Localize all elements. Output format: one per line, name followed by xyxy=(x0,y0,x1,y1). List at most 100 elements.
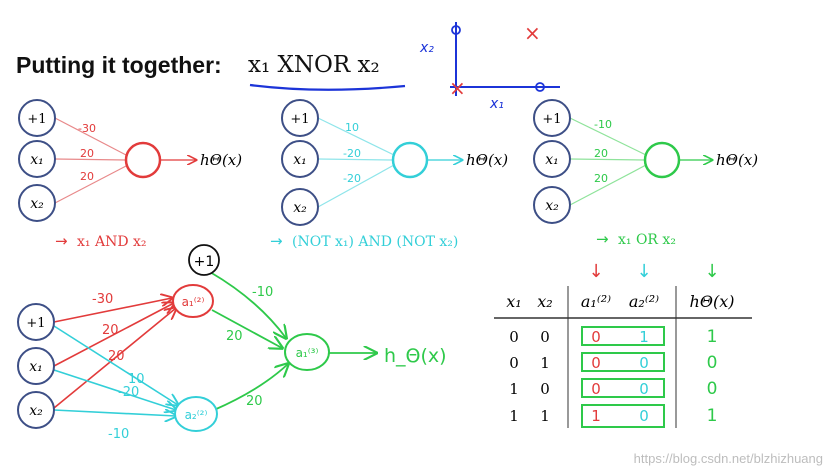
edge-and-bias xyxy=(54,117,129,157)
node-comb-bias-label: +1 xyxy=(26,316,45,331)
node-or-bias xyxy=(533,99,571,137)
or-caption-arrow: → xyxy=(596,230,609,248)
and-output-label: hΘ(x) xyxy=(200,151,242,169)
plot-point-x-origin: × xyxy=(449,76,466,100)
node-and-x1 xyxy=(18,140,56,178)
edge-comb-red-x1 xyxy=(53,303,174,367)
weight-or-x2: 20 xyxy=(594,172,608,185)
edge-comb-green-a1 xyxy=(211,309,282,348)
truth-table-cell-r1-a2: 1 xyxy=(639,328,649,346)
node-nan-bias xyxy=(281,99,319,137)
truth-table-header-x1: x₁ xyxy=(506,292,521,311)
truth-table-header-h: hΘ(x) xyxy=(690,292,735,311)
node-nan-x1 xyxy=(281,140,319,178)
node-comb-x2-label: x₂ xyxy=(29,403,43,419)
or-output-label: hΘ(x) xyxy=(716,151,758,169)
node-comb-x1 xyxy=(17,347,55,385)
truth-table-cell-r1-a1: 0 xyxy=(591,328,601,346)
truth-table-cell-r2-h: 0 xyxy=(707,353,718,373)
or-caption: x₁ OR x₂ xyxy=(618,232,676,248)
edge-comb-green-a2 xyxy=(213,364,288,411)
and-caption: x₁ AND x₂ xyxy=(77,234,147,250)
watermark: https://blog.csdn.net/blzhizhuang xyxy=(633,451,823,466)
weight-comb-green-a1: 20 xyxy=(226,329,243,344)
truth-table-cell-r2-a2: 0 xyxy=(639,354,649,372)
edge-nan-x1 xyxy=(317,158,393,161)
truth-table-cell-r4-h: 1 xyxy=(707,406,718,426)
truth-table-cell-r1-h: 1 xyxy=(707,327,718,347)
nan-output-label: hΘ(x) xyxy=(466,151,508,169)
node-and-bias-label: +1 xyxy=(27,112,46,127)
node-comb-a3 xyxy=(284,333,330,371)
edge-and-x1 xyxy=(54,158,127,161)
formula-underline xyxy=(249,83,406,91)
edge-nan-bias xyxy=(317,117,395,156)
weight-and-x2: 20 xyxy=(80,170,94,183)
truth-table-header-x2: x₂ xyxy=(537,292,552,311)
node-comb-hidden-bias xyxy=(188,244,220,276)
truth-table-row-box-3 xyxy=(581,378,665,398)
truth-table-cell-r2-x2: 1 xyxy=(540,354,550,372)
node-and-bias xyxy=(18,99,56,137)
truth-table-cell-r1-x1: 0 xyxy=(509,328,519,346)
plot-x-label: x₁ xyxy=(489,96,504,112)
node-nan-bias-label: +1 xyxy=(290,112,309,127)
truth-table-header-a1: a₁⁽²⁾ xyxy=(581,292,611,311)
weight-nan-bias: 10 xyxy=(345,121,359,134)
weight-nan-x1: -20 xyxy=(343,147,361,160)
weight-comb-green-bias: -10 xyxy=(252,285,273,300)
nan-caption: (NOT x₁) AND (NOT x₂) xyxy=(292,234,458,250)
edge-comb-cyan-x1 xyxy=(53,369,176,410)
edge-comb-red-x2 xyxy=(53,308,176,409)
plot-point-o-top xyxy=(451,25,461,35)
truth-table-cell-r4-a2: 0 xyxy=(639,407,649,425)
weight-comb-cyan-x2: -10 xyxy=(108,427,129,442)
plot-point-x-topright: × xyxy=(524,21,541,45)
slide-title: Putting it together: xyxy=(16,52,222,78)
node-or-x2 xyxy=(533,186,571,224)
node-comb-a3-label: a₁⁽³⁾ xyxy=(296,346,319,360)
edge-comb-green-bias xyxy=(209,271,286,338)
truth-table-cell-r4-x2: 1 xyxy=(540,407,550,425)
node-comb-x1-label: x₁ xyxy=(29,359,43,375)
node-and-output xyxy=(124,141,162,179)
network-or: +1 x₁ x₂ hΘ(x) -10 20 20 → x₁ OR x₂ xyxy=(533,99,758,248)
truth-table-row-box-2 xyxy=(581,352,665,372)
truth-table-mark-a1: ↓ xyxy=(588,261,603,282)
network-combined: +1 x₁ x₂ +1 a₁⁽²⁾ a₂⁽²⁾ a₁⁽³⁾ h_Θ(x) -30… xyxy=(17,244,447,442)
node-comb-a1 xyxy=(172,284,214,318)
weight-nan-x2: -20 xyxy=(343,172,361,185)
network-not-and-not: +1 x₁ x₂ hΘ(x) 10 -20 -20 → (NOT x₁) AND… xyxy=(270,99,508,250)
node-comb-a2 xyxy=(174,396,218,432)
node-or-x1-label: x₁ xyxy=(545,152,559,168)
node-or-output xyxy=(643,141,681,179)
network-and: +1 x₁ x₂ hΘ(x) -30 20 20 → x₁ AND x₂ xyxy=(18,99,242,250)
weight-and-bias: -30 xyxy=(78,122,96,135)
truth-table-cell-r3-h: 0 xyxy=(707,379,718,399)
truth-table-mark-a2: ↓ xyxy=(636,261,651,282)
weight-or-x1: 20 xyxy=(594,147,608,160)
weight-comb-red-x1: 20 xyxy=(102,323,119,338)
node-comb-bias xyxy=(17,303,55,341)
node-or-x2-label: x₂ xyxy=(545,198,559,214)
truth-table-cell-r2-a1: 0 xyxy=(591,354,601,372)
truth-table-cell-r1-x2: 0 xyxy=(540,328,550,346)
node-nan-x2 xyxy=(281,188,319,226)
and-caption-arrow: → xyxy=(55,232,68,250)
weight-comb-red-x2: 20 xyxy=(108,349,125,364)
node-and-x1-label: x₁ xyxy=(30,152,44,168)
slide-formula: x₁ XNOR x₂ xyxy=(248,52,380,78)
nan-caption-arrow: → xyxy=(270,232,283,250)
truth-table-cell-r4-x1: 1 xyxy=(509,407,519,425)
truth-table-cell-r3-x1: 1 xyxy=(509,380,519,398)
node-comb-a1-label: a₁⁽²⁾ xyxy=(182,295,205,309)
truth-table-cell-r2-x1: 0 xyxy=(509,354,519,372)
node-nan-x2-label: x₂ xyxy=(293,200,307,216)
plot-y-label: x₂ xyxy=(419,40,434,56)
node-and-x2-label: x₂ xyxy=(30,196,44,212)
edge-comb-red-bias xyxy=(53,298,172,323)
truth-table-mark-h: ↓ xyxy=(704,261,719,282)
truth-table-row-box-1 xyxy=(581,326,665,346)
truth-table: ↓ ↓ ↓ x₁ x₂ a₁⁽²⁾ a₂⁽²⁾ hΘ(x) 0 0 0 1 1 … xyxy=(494,261,752,428)
